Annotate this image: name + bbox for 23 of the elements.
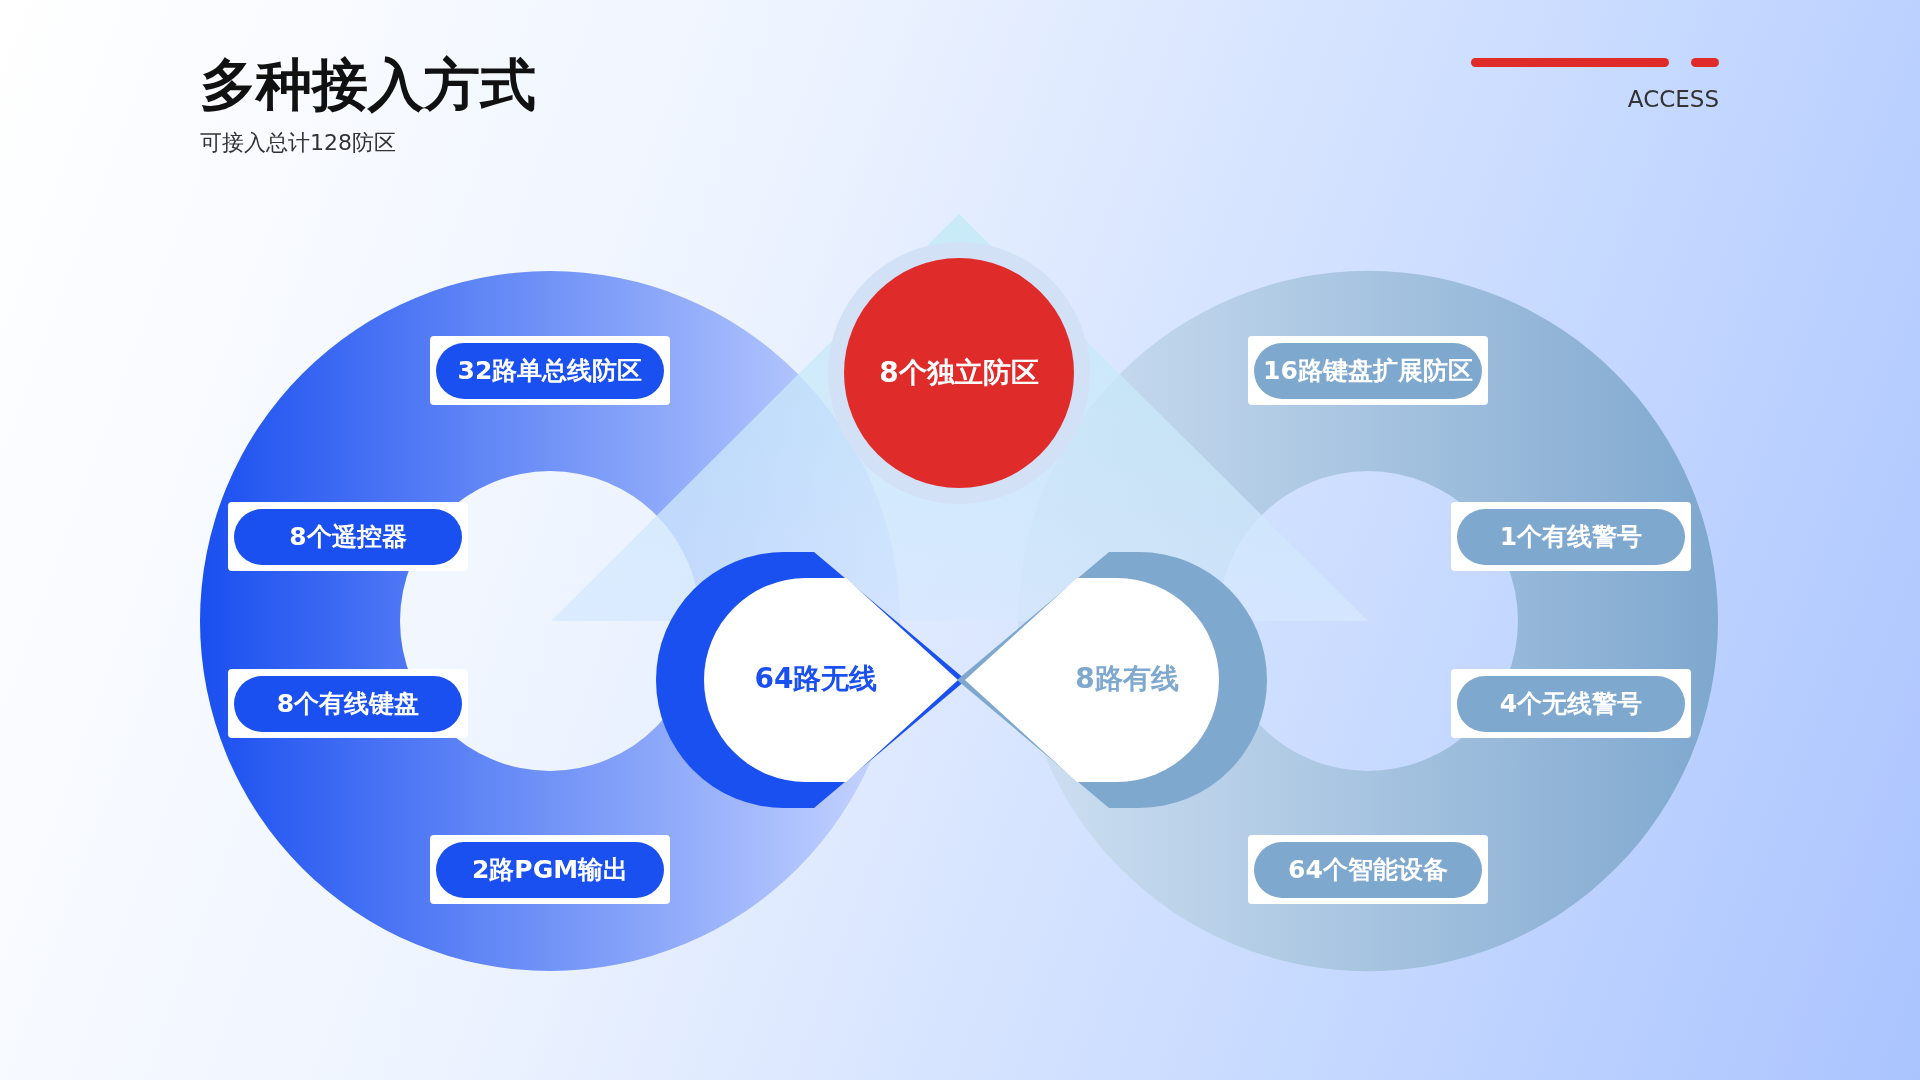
label-pill: 4个无线警号 <box>1457 675 1685 732</box>
label-card <box>228 669 468 738</box>
label-pill: 8个遥控器 <box>234 508 462 565</box>
section-tag: ACCESS <box>1519 86 1719 112</box>
label-card <box>1248 835 1488 904</box>
teardrop-text: 64路无线 <box>753 661 879 697</box>
label-card <box>430 336 670 405</box>
label-pill: 16路键盘扩展防区 <box>1254 342 1482 399</box>
label-pill: 2路PGM输出 <box>436 841 664 898</box>
label-pill: 1个有线警号 <box>1457 508 1685 565</box>
label-pill: 8个有线键盘 <box>234 675 462 732</box>
label-card <box>228 502 468 571</box>
teardrop-shape <box>957 552 1267 808</box>
label-card <box>430 835 670 904</box>
subtitle: 可接入总计128防区 <box>200 129 397 157</box>
label-card <box>1248 336 1488 405</box>
badge-text: 8个独立防区 <box>844 258 1074 488</box>
label-pill: 64个智能设备 <box>1254 841 1482 898</box>
label-card <box>1451 669 1691 738</box>
teardrop-text: 8路有线 <box>1074 661 1180 697</box>
label-pill: 32路单总线防区 <box>436 342 664 399</box>
label-card <box>1451 502 1691 571</box>
title: 多种接入方式 <box>200 51 536 119</box>
